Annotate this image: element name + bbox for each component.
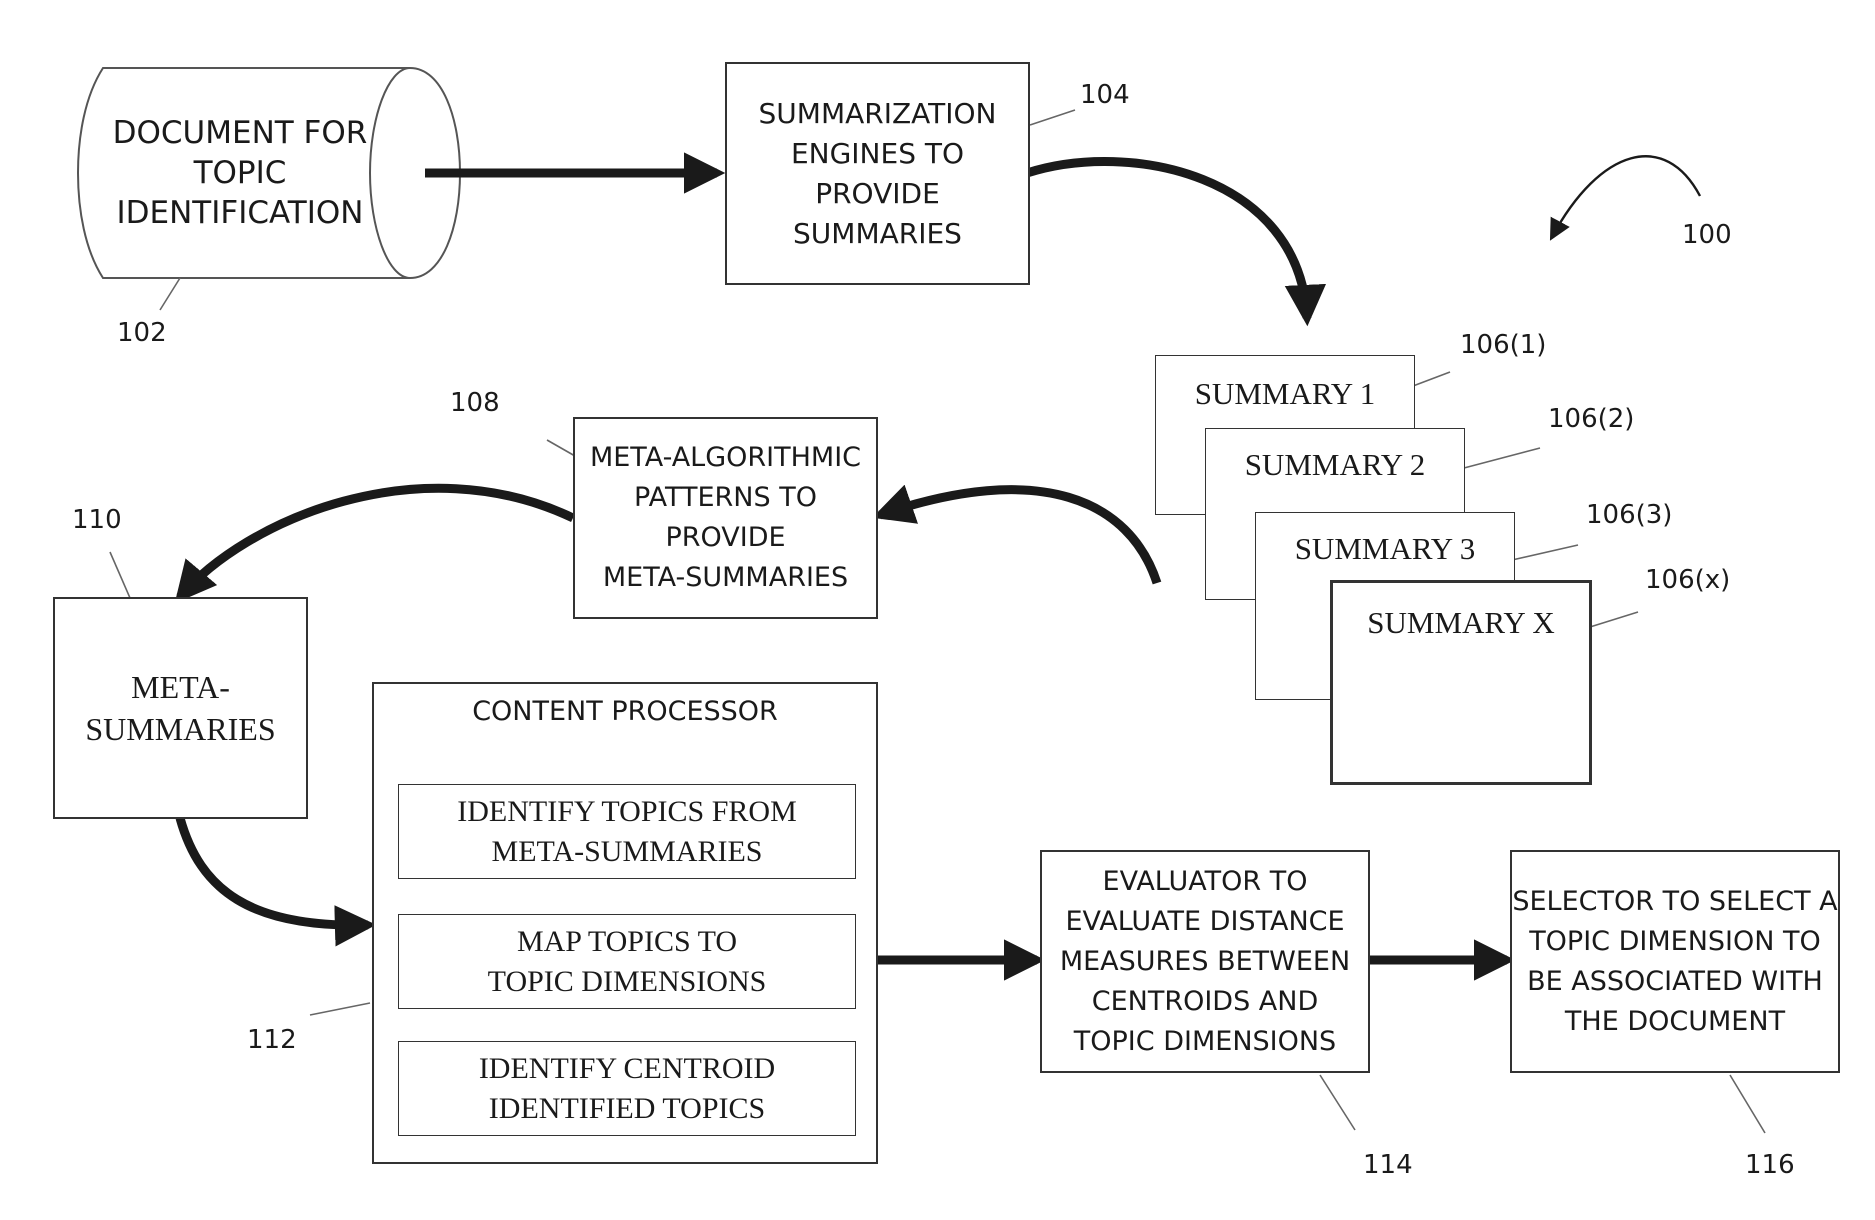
- leader-line-104: [1030, 110, 1075, 125]
- selector-label-line: TOPIC DIMENSION TO: [1529, 922, 1821, 962]
- meta-summaries-label-line: SUMMARIES: [85, 708, 275, 750]
- content-processor-title: CONTENT PROCESSOR: [374, 696, 876, 727]
- leader-line-108: [547, 440, 575, 456]
- step-identify-centroid-label-line: IDENTIFY CENTROID: [479, 1049, 775, 1089]
- leader-line-106-3: [1512, 545, 1578, 560]
- document-label-line: TOPIC: [113, 153, 368, 193]
- summarization-label-line: SUMMARIZATION: [759, 94, 997, 134]
- evaluator-box: EVALUATOR TO EVALUATE DISTANCE MEASURES …: [1040, 850, 1370, 1073]
- step-identify-centroid-box: IDENTIFY CENTROID IDENTIFIED TOPICS: [398, 1041, 856, 1136]
- ref-label-106-1: 106(1): [1460, 330, 1546, 360]
- arrow-summaries-to-meta-algorithmic: [880, 490, 1157, 583]
- ref-label-112: 112: [247, 1025, 297, 1055]
- step-identify-topics-label-line: META-SUMMARIES: [492, 832, 763, 872]
- meta-algorithmic-label-line: META-SUMMARIES: [603, 558, 848, 598]
- summarization-label-line: PROVIDE: [815, 174, 940, 214]
- summarization-label-line: ENGINES TO: [791, 134, 964, 174]
- leader-line-114: [1320, 1075, 1355, 1130]
- step-map-topics-box: MAP TOPICS TO TOPIC DIMENSIONS: [398, 914, 856, 1009]
- evaluator-label-line: MEASURES BETWEEN: [1060, 942, 1350, 982]
- summary-x-label: SUMMARY X: [1333, 605, 1589, 641]
- selector-label-line: THE DOCUMENT: [1565, 1002, 1785, 1042]
- meta-algorithmic-box: META-ALGORITHMIC PATTERNS TO PROVIDE MET…: [573, 417, 878, 619]
- arrow-meta-summaries-to-content-processor: [180, 818, 368, 925]
- ref-label-108: 108: [450, 388, 500, 418]
- summary-2-label: SUMMARY 2: [1206, 447, 1464, 483]
- leader-line-110: [110, 552, 130, 598]
- evaluator-label-line: TOPIC DIMENSIONS: [1074, 1022, 1336, 1062]
- document-label-line: IDENTIFICATION: [113, 193, 368, 233]
- arrow-summarization-to-summaries: [1027, 162, 1307, 318]
- ref-label-106-3: 106(3): [1586, 500, 1672, 530]
- selector-box: SELECTOR TO SELECT A TOPIC DIMENSION TO …: [1510, 850, 1840, 1073]
- evaluator-label-line: EVALUATE DISTANCE: [1065, 902, 1344, 942]
- evaluator-label-line: EVALUATOR TO: [1103, 862, 1308, 902]
- meta-algorithmic-label-line: PATTERNS TO: [634, 478, 817, 518]
- arrow-figure-reference: [1552, 156, 1700, 237]
- summary-1-label: SUMMARY 1: [1156, 376, 1414, 412]
- evaluator-label-line: CENTROIDS AND: [1092, 982, 1319, 1022]
- selector-label-line: BE ASSOCIATED WITH: [1527, 962, 1823, 1002]
- step-map-topics-label-line: TOPIC DIMENSIONS: [488, 962, 767, 1002]
- document-node: DOCUMENT FOR TOPIC IDENTIFICATION: [100, 68, 380, 278]
- ref-label-116: 116: [1745, 1150, 1795, 1180]
- summarization-engines-box: SUMMARIZATION ENGINES TO PROVIDE SUMMARI…: [725, 62, 1030, 285]
- selector-label-line: SELECTOR TO SELECT A: [1512, 882, 1837, 922]
- leader-line-106-2: [1464, 448, 1540, 468]
- ref-label-100: 100: [1682, 220, 1732, 250]
- ref-label-114: 114: [1363, 1150, 1413, 1180]
- leader-line-106-1: [1413, 372, 1450, 386]
- step-identify-centroid-label-line: IDENTIFIED TOPICS: [489, 1089, 765, 1129]
- step-identify-topics-box: IDENTIFY TOPICS FROM META-SUMMARIES: [398, 784, 856, 879]
- leader-line-116: [1730, 1075, 1765, 1133]
- summary-x-box: SUMMARY X: [1330, 580, 1592, 785]
- step-identify-topics-label-line: IDENTIFY TOPICS FROM: [457, 792, 797, 832]
- summary-3-label: SUMMARY 3: [1256, 531, 1514, 567]
- content-processor-box: CONTENT PROCESSOR IDENTIFY TOPICS FROM M…: [372, 682, 878, 1164]
- ref-label-102: 102: [117, 318, 167, 348]
- leader-line-112: [310, 1003, 370, 1015]
- meta-summaries-box: META- SUMMARIES: [53, 597, 308, 819]
- document-label-line: DOCUMENT FOR: [113, 113, 368, 153]
- summarization-label-line: SUMMARIES: [793, 214, 962, 254]
- meta-algorithmic-label-line: PROVIDE: [665, 518, 785, 558]
- meta-summaries-label-line: META-: [131, 666, 230, 708]
- ref-label-106-x: 106(x): [1645, 565, 1730, 595]
- ref-label-104: 104: [1080, 80, 1130, 110]
- leader-line-106-x: [1590, 612, 1638, 627]
- meta-algorithmic-label-line: META-ALGORITHMIC: [590, 438, 861, 478]
- ref-label-110: 110: [72, 505, 122, 535]
- step-map-topics-label-line: MAP TOPICS TO: [517, 922, 737, 962]
- leader-line-102: [160, 278, 180, 310]
- ref-label-106-2: 106(2): [1548, 404, 1634, 434]
- arrow-meta-algorithmic-to-meta-summaries: [180, 488, 573, 597]
